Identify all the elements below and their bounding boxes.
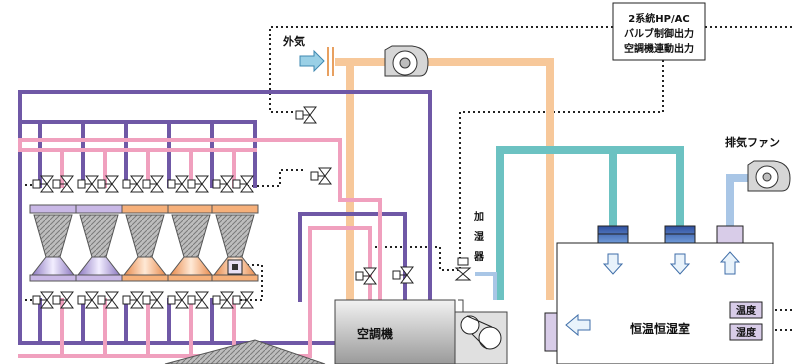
two-way-valve-icon [295,106,317,124]
exhaust-duct [726,174,748,226]
two-way-valve-icon [355,267,377,285]
two-way-valve-icon [392,266,414,284]
valves-top-row [32,175,254,193]
two-way-valve-icon [310,167,332,185]
humidifier-label-char3: 器 [473,251,485,263]
heat-pump-unit-3 [121,204,169,282]
humidity-sensor-box [729,323,763,341]
control-output-box [612,2,706,61]
exhaust-grille [716,225,744,244]
two-way-valve-icon [97,291,119,309]
supply-duct-teal [496,146,684,300]
supply-arrow-down-icon [602,253,624,275]
air-handling-unit [334,299,508,364]
two-way-valve-icon [212,175,234,193]
outside-air-duct [335,58,554,300]
supply-diffuser-2 [664,225,696,244]
humidifier-label-char1: 加 [473,210,484,223]
blower-fan-icon [384,45,429,77]
supply-arrow-down-icon [669,253,691,275]
two-way-valve-icon [52,291,74,309]
temp-sensor-box [729,301,763,319]
heat-pump-unit-1 [29,204,77,282]
humidity-sensor-label: 湿度 [736,326,757,339]
exhaust-fan-icon [747,160,791,192]
return-arrow-left-icon [565,313,591,337]
return-arrow-up-icon [719,251,741,275]
chilled-water-piping [18,90,432,345]
humidifier-valve [454,257,497,300]
air-handler-label: 空調機 [357,326,393,341]
control-output-line1: 2系統HP/AC [628,12,689,25]
chamber-room [544,225,774,364]
return-grille [544,312,558,352]
storage-tank-top [164,339,326,364]
heat-pump-units [29,204,259,282]
humidifier-label-char2: 湿 [474,230,484,243]
outside-air-arrow-icon [299,49,325,73]
riser-valves [295,106,414,285]
chamber-label: 恒温恒湿室 [630,321,690,336]
heat-pump-unit-2 [75,204,123,282]
heat-pump-unit-4 [167,204,215,282]
two-way-valve-icon [97,175,119,193]
outside-air-label: 外気 [282,34,305,48]
belt-drive-icon [460,315,502,350]
exhaust-fan-label: 排気ファン [725,135,780,149]
two-way-valve-icon [212,291,234,309]
supply-diffuser-1 [597,225,629,244]
two-way-valve-icon [32,291,54,309]
two-way-valve-icon [32,175,54,193]
heat-pump-unit-5 [211,204,259,282]
control-output-line2: バルブ制御出力 [624,27,694,40]
control-output-line3: 空調機連動出力 [624,42,694,55]
valves-bottom-row [32,291,254,309]
outside-air-damper [327,47,334,76]
temp-sensor-label: 温度 [736,304,757,317]
two-way-valve-icon [52,175,74,193]
